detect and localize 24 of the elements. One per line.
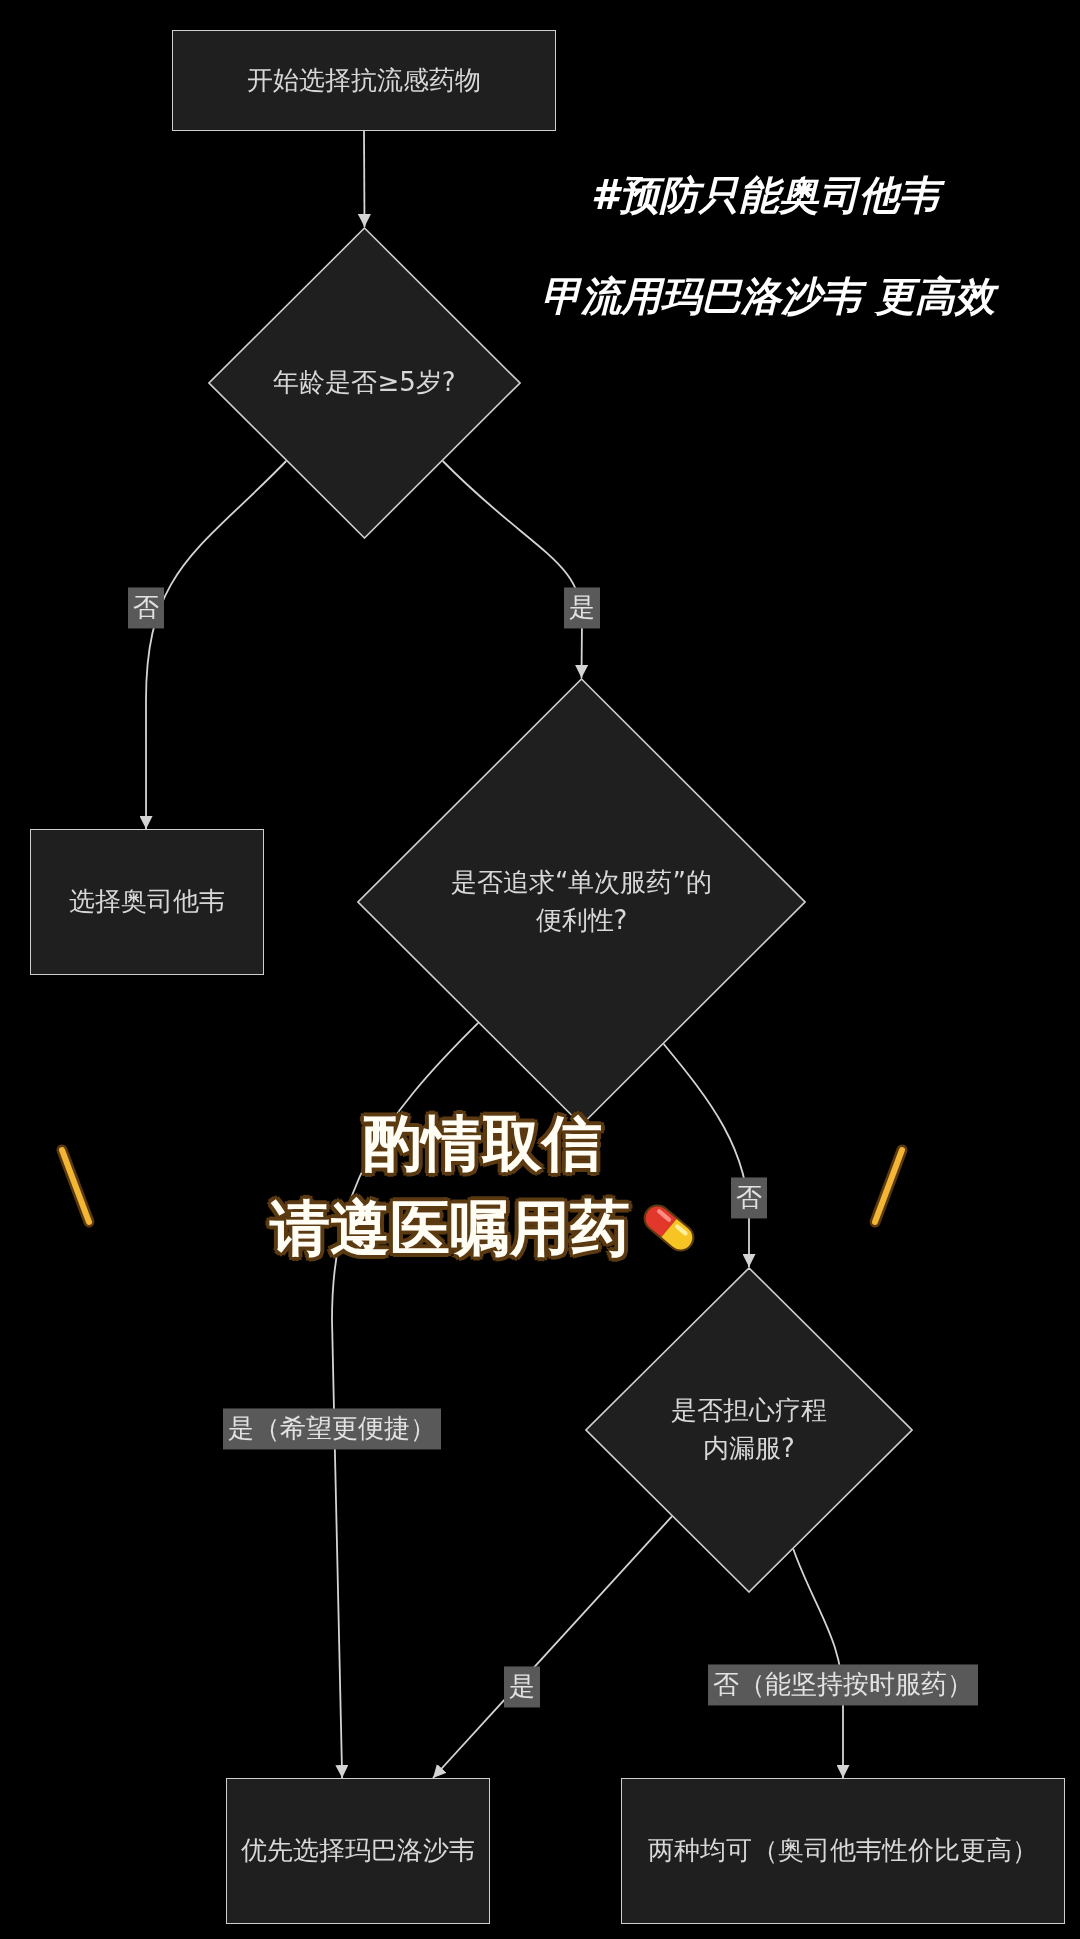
headline-text: #预防只能奥司他韦 (587, 167, 953, 223)
process-box (226, 1778, 490, 1924)
arrow (357, 130, 371, 228)
step-text: 选择奥司他韦 (69, 885, 225, 919)
decision-diamond (208, 227, 521, 539)
step-text: 开始选择抗流感药物 (247, 63, 481, 97)
step-text: 优先选择玛巴洛沙韦 (241, 1834, 475, 1868)
edge-label: 否 (731, 1177, 767, 1219)
question-text: 是否追求“单次服药”的便利性? (450, 866, 713, 937)
headline-text: 甲流用玛巴洛沙韦 更高效 (537, 268, 1009, 324)
edge-label: 是 (564, 587, 600, 629)
edge-label: 否（能坚持按时服药） (708, 1664, 978, 1706)
process-box (30, 829, 264, 975)
arrow (139, 460, 288, 830)
edge-label: 否 (128, 587, 164, 629)
step-text: 两种均可（奥司他韦性价比更高） (648, 1834, 1038, 1868)
process-box (172, 30, 556, 131)
edge-label: 是（希望更便捷） (223, 1408, 441, 1450)
arrow (432, 1515, 673, 1779)
question-text: 是否担心疗程内漏服? (670, 1394, 828, 1465)
question-text: 年龄是否≥5岁? (273, 366, 456, 400)
edge-label: 是 (504, 1666, 540, 1708)
process-box (621, 1778, 1065, 1924)
decision-diamond (585, 1267, 913, 1593)
